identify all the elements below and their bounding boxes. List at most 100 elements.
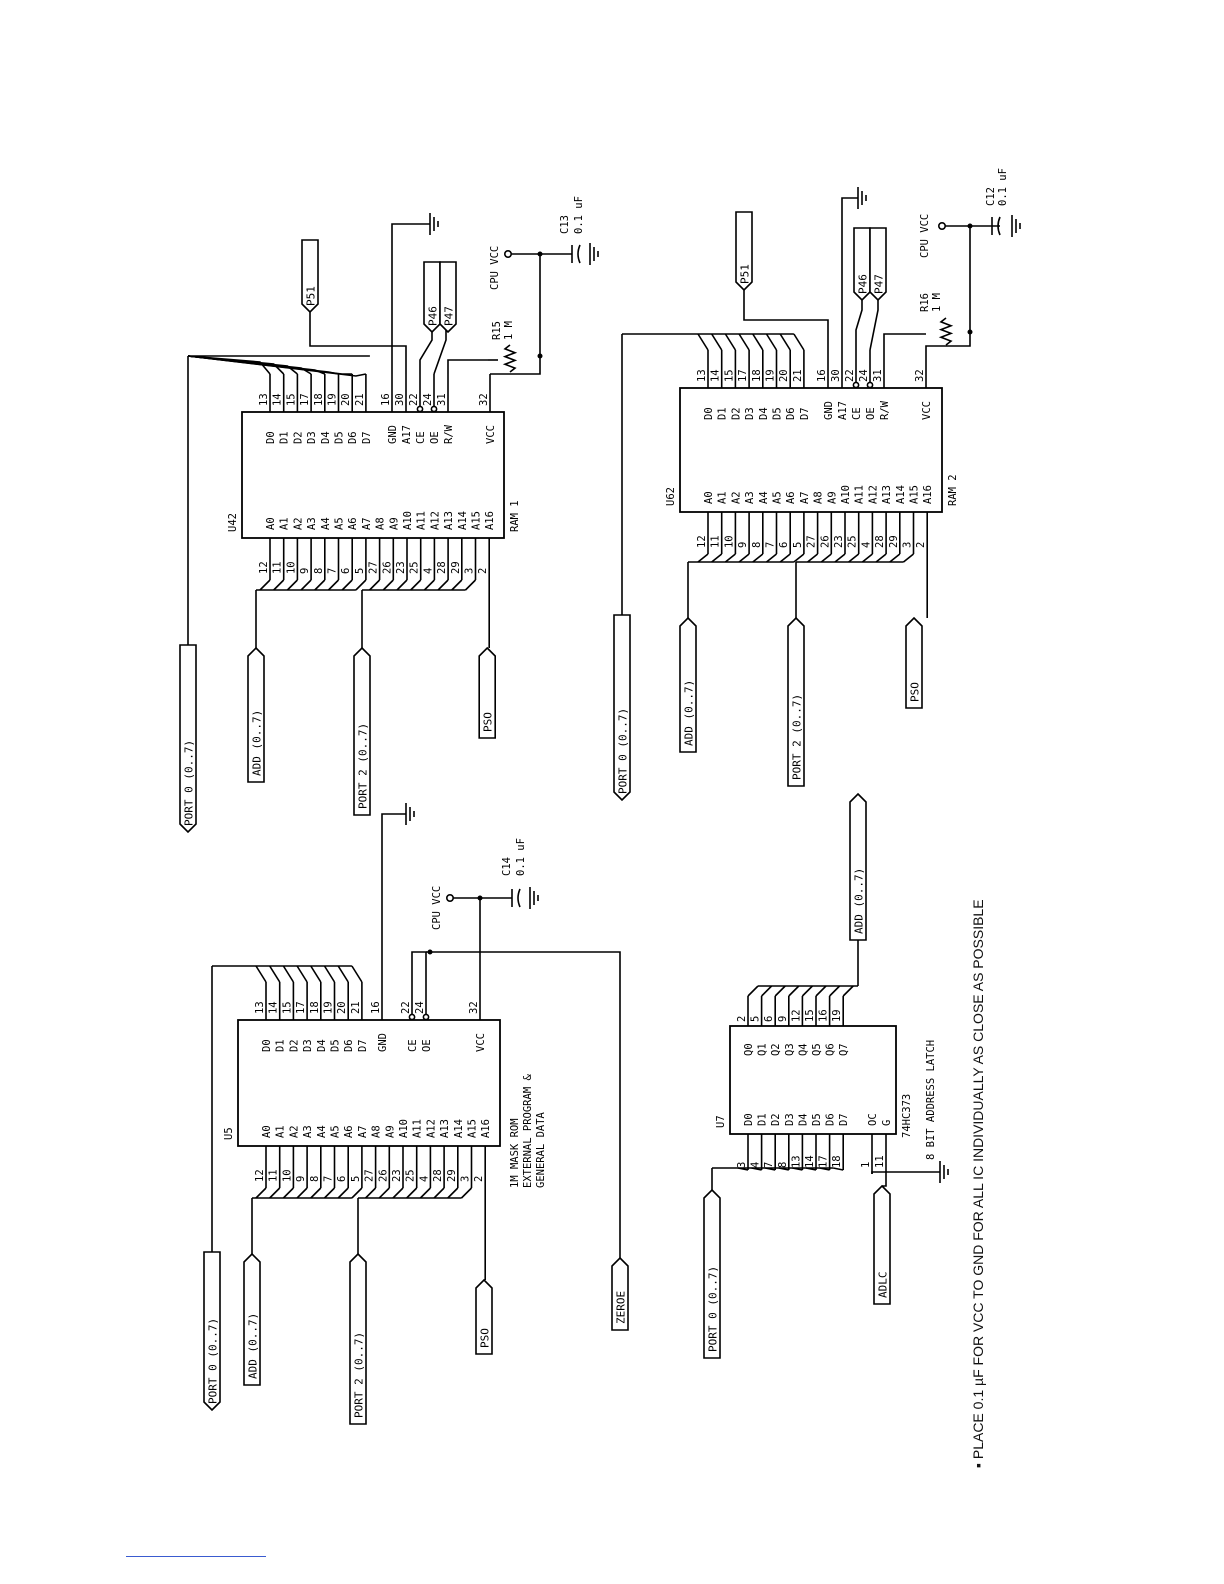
addr-pin-name: A12 [867, 485, 879, 504]
ram1-p46-flag-shape [423, 261, 441, 334]
addr-pin-name: A4 [320, 517, 332, 530]
ram1-port2-bus-entry [396, 579, 408, 591]
data-pin-number: 17 [299, 393, 311, 406]
ram1-p47-flag-shape [439, 261, 457, 334]
ram1-add-flag-shape [247, 646, 265, 783]
ram1-pso-flag-shape [478, 646, 497, 739]
addr-pin-number: 3 [464, 568, 476, 574]
rom-port2-bus-entry [447, 1187, 459, 1199]
addr-pin-name: A1 [717, 491, 729, 504]
rom-add-bus-entry [282, 1187, 294, 1199]
rom-zeroe-flag: ZEROE [611, 1256, 629, 1331]
addr-pin-number: 6 [340, 568, 352, 574]
ram2-data-bus-entry [779, 333, 791, 351]
addr-pin-number: 29 [446, 1169, 458, 1182]
data-pin-name: D3 [306, 431, 318, 444]
latch-output-number: 19 [831, 1009, 843, 1022]
ctrl-pin-number: 16 [380, 393, 392, 406]
rom-oe-bubble [422, 1013, 430, 1021]
data-pin-name: D2 [292, 431, 304, 444]
ram2-data-bus-entry [711, 333, 723, 351]
rom-port2-bus-entry [392, 1187, 404, 1199]
ram1-add-bus-entry [259, 579, 271, 591]
capacitor-plate [517, 888, 521, 908]
ram2-port2-bus-entry [889, 553, 901, 563]
ram1-pso-flag: PSO [478, 646, 497, 739]
ram1-port2-bus-entry [410, 579, 422, 591]
ctrl-pin-name: A17 [401, 425, 413, 444]
ram2-port2-flag-label: PORT 2 (0..7) [791, 694, 804, 780]
latch-input-name: D7 [838, 1113, 850, 1126]
ram1-port0-flag: PORT 0 (0..7) [179, 644, 197, 834]
ram2-add-bus-entry [724, 553, 736, 563]
latch-output-bus-entry [842, 985, 854, 997]
rom-add-bus-entry [323, 1187, 336, 1199]
ram2-chip [679, 387, 943, 513]
ctrl-pin-number: 31 [872, 369, 884, 382]
ram1-res-ref: R15 [491, 321, 503, 340]
data-pin-name: D7 [361, 431, 373, 444]
ram1-body [241, 411, 505, 539]
addr-pin-number: 29 [888, 535, 900, 548]
ram1-ref: U42 [227, 513, 239, 532]
data-pin-number: 17 [295, 1001, 307, 1014]
ram1-oe-wire [433, 330, 447, 375]
data-pin-name: D0 [261, 1039, 273, 1052]
data-pin-number: 15 [723, 369, 735, 382]
addr-pin-name: A16 [922, 485, 934, 504]
rom-port2-bus-entry [433, 1187, 445, 1199]
addr-pin-number: 5 [792, 542, 804, 548]
ram1-add-bus-entry [300, 579, 312, 591]
ram2-p51-flag-label: P51 [739, 264, 752, 284]
data-pin-number: 18 [309, 1001, 321, 1014]
addr-pin-name: A13 [881, 485, 893, 504]
ctrl-pin-name: OE [429, 431, 441, 444]
rom-port2-flag: PORT 2 (0..7) [349, 1252, 367, 1425]
ctrl-pin-number: 16 [370, 1001, 382, 1014]
rom-cap-ref: C14 [501, 857, 513, 876]
ram1-oe-bubble [430, 405, 438, 413]
ram1-ce-wire [419, 330, 433, 374]
addr-pin-number: 8 [751, 542, 763, 548]
addr-pin-number: 27 [368, 561, 380, 574]
latch-port0-flag-label: PORT 0 (0..7) [707, 1266, 720, 1352]
ram1-p51-flag-shape [301, 239, 319, 314]
rom-port2-flag-shape [349, 1252, 367, 1425]
ram2-data-bus-entry [793, 333, 805, 351]
ctrl-pin-number: 16 [816, 369, 828, 382]
ram1-capacitor-icon [571, 244, 581, 264]
latch-output-bus-entry [815, 985, 827, 997]
ctrl-pin-number: 24 [858, 369, 870, 382]
ram2-res-value: 1 M [931, 293, 943, 312]
ram1-add-flag: ADD (0..7) [247, 646, 265, 783]
addr-pin-number: 6 [778, 542, 790, 548]
addr-pin-name: A12 [425, 1119, 437, 1138]
latch-g-wire [882, 1174, 887, 1187]
ram2-p47-flag-label: P47 [873, 274, 886, 294]
ctrl-pin-name: CE [407, 1039, 419, 1052]
latch-add-flag: ADD (0..7) [849, 792, 867, 941]
ram2-ref: U62 [665, 487, 677, 506]
data-pin-name: D5 [772, 407, 784, 420]
ram1-data-bus-entry [187, 355, 367, 377]
rom-zeroe-flag-shape [611, 1256, 629, 1331]
rom-ce-bubble [408, 1013, 416, 1021]
latch-output-number: 12 [790, 1009, 802, 1022]
rom-port2-flag-label: PORT 2 (0..7) [353, 1332, 366, 1418]
data-pin-name: D2 [288, 1039, 300, 1052]
rom-body [237, 1019, 501, 1147]
ram1-vcc-terminal-icon [503, 250, 512, 259]
ctrl-pin-number: 22 [408, 393, 420, 406]
addr-pin-number: 2 [477, 568, 489, 574]
data-pin-name: D7 [357, 1039, 369, 1052]
latch-port0-flag-shape [703, 1188, 721, 1359]
note-text: PLACE 0.1 µF FOR VCC TO GND FOR ALL IC I… [970, 899, 986, 1460]
data-pin-name: D4 [758, 407, 770, 420]
ram1-chip [241, 411, 505, 539]
ram1-rw-wire [447, 359, 488, 374]
latch-input-bus-entry [833, 1167, 844, 1171]
ram1-port2-flag-shape [353, 646, 371, 816]
ram2-data-bus-entry [752, 333, 764, 351]
ram1-add-bus-entry [273, 579, 285, 591]
